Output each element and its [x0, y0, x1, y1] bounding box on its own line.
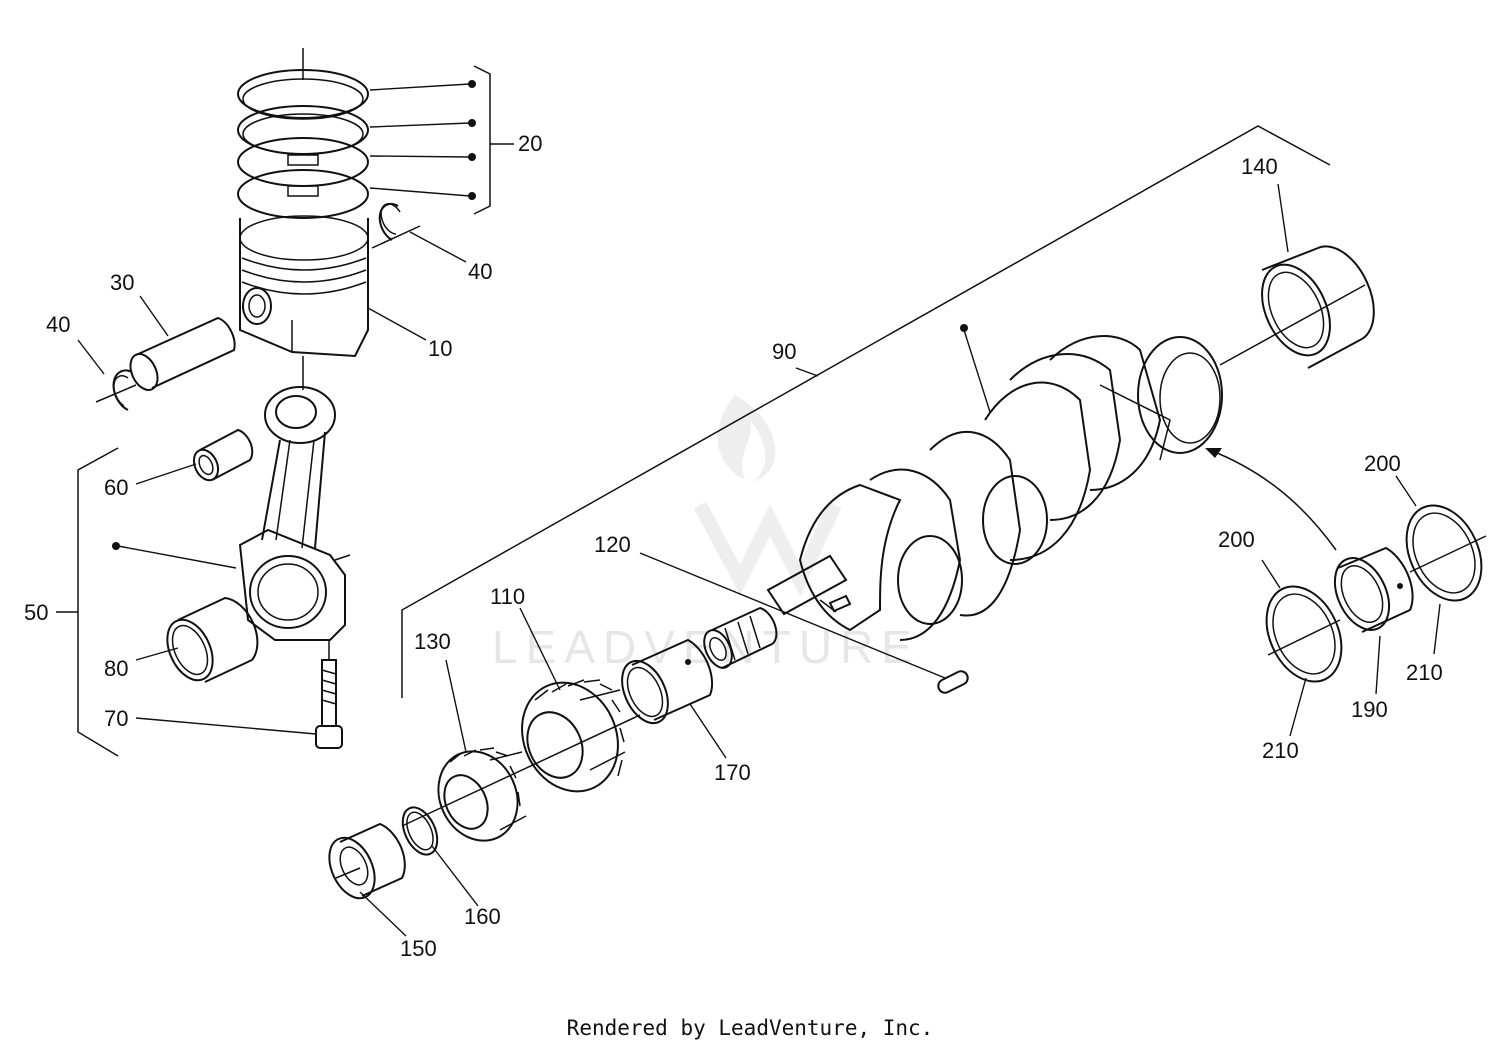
leader-lines	[56, 80, 1441, 937]
watermark-text: LEADVENTURE	[492, 621, 920, 673]
o-ring[interactable]	[396, 802, 444, 860]
install-arrow	[1205, 448, 1337, 551]
bracket-90	[401, 125, 1331, 698]
label-210-right: 210	[1406, 660, 1443, 685]
crank-gear-small[interactable]	[424, 738, 532, 853]
label-120: 120	[594, 532, 631, 557]
leadventure-watermark: LEADVENTURE	[492, 395, 920, 673]
label-30: 30	[110, 270, 134, 295]
piston-pin[interactable]	[95, 316, 236, 403]
label-150: 150	[400, 936, 437, 961]
rod-bolt[interactable]	[315, 640, 343, 749]
thrust-washer-left[interactable]	[1252, 574, 1356, 693]
bracket-20	[473, 65, 491, 215]
crankshaft[interactable]	[766, 335, 1223, 641]
collar[interactable]	[320, 822, 406, 905]
front-centerline	[401, 714, 641, 827]
label-90: 90	[772, 339, 796, 364]
thrust-washer-right[interactable]	[1392, 493, 1496, 612]
label-50: 50	[24, 600, 48, 625]
piston[interactable]	[239, 215, 369, 390]
label-210-left: 210	[1262, 738, 1299, 763]
label-70: 70	[104, 706, 128, 731]
label-160: 160	[464, 904, 501, 929]
woodruff-key[interactable]	[937, 670, 969, 694]
callout-labels: 10 20 30 40 40 50 60 70 80 90 110 120 13…	[24, 131, 1443, 961]
label-10: 10	[428, 336, 452, 361]
bracket-50	[77, 447, 119, 757]
crank-gear-large[interactable]	[505, 667, 636, 807]
snap-ring-right[interactable]	[371, 202, 421, 249]
label-20: 20	[518, 131, 542, 156]
label-200-right: 200	[1364, 451, 1401, 476]
big-end-bearing[interactable]	[158, 596, 259, 687]
label-190: 190	[1351, 697, 1388, 722]
piston-rings[interactable]	[237, 48, 369, 219]
crank-bushing[interactable]	[613, 638, 714, 730]
main-bearing-center[interactable]	[1324, 546, 1414, 639]
label-40-left: 40	[46, 312, 70, 337]
snap-ring-left[interactable]	[112, 369, 133, 411]
label-140: 140	[1241, 154, 1278, 179]
label-110: 110	[490, 584, 525, 609]
label-60: 60	[104, 475, 128, 500]
label-40-right: 40	[468, 259, 492, 284]
main-bearing-rear[interactable]	[1219, 245, 1375, 369]
label-130: 130	[414, 629, 451, 654]
label-80: 80	[104, 656, 128, 681]
crank-keyway[interactable]	[828, 594, 852, 613]
label-200-left: 200	[1218, 527, 1255, 552]
crank-gear-sleeve[interactable]	[699, 606, 778, 672]
connecting-rod[interactable]	[238, 386, 351, 641]
footer-credit: Rendered by LeadVenture, Inc.	[566, 1016, 934, 1040]
label-170: 170	[714, 760, 751, 785]
small-end-bushing[interactable]	[189, 428, 254, 484]
